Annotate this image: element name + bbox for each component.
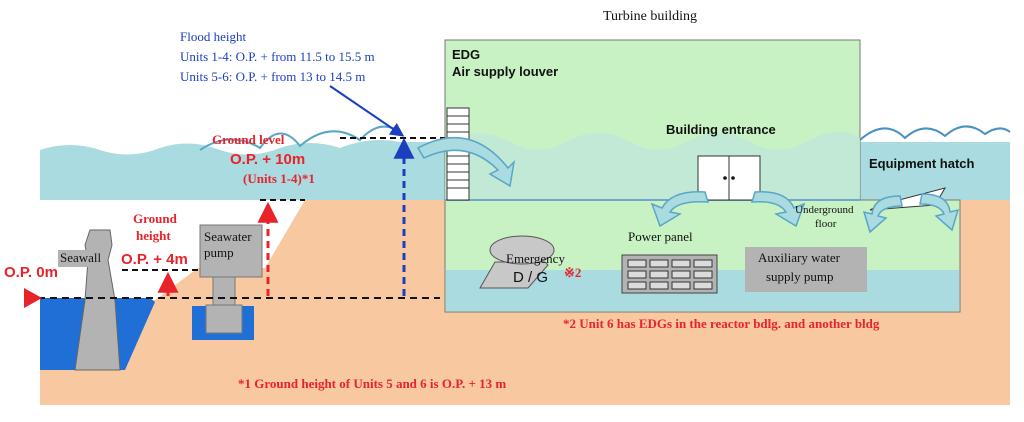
ground-height-label-2: height (136, 228, 171, 243)
emergency-dg (479, 235, 555, 289)
air-supply-louver-label: Air supply louver (452, 64, 559, 79)
door-icon (697, 155, 761, 201)
footnote-2: *2 Unit 6 has EDGs in the reactor bdlg. … (563, 316, 880, 331)
seawater-pump (199, 224, 263, 334)
seawall-label: Seawall (58, 250, 104, 267)
ground-height-label-1: Ground (133, 211, 177, 226)
arrow-icon (650, 191, 710, 228)
equipment-hatch-label: Equipment hatch (869, 156, 975, 171)
dg-label: D / G (513, 269, 549, 286)
seawater-pump-label-2: pump (204, 245, 234, 260)
ground-level-units: (Units 1-4)*1 (243, 171, 315, 186)
flood-height-heading: Flood height (180, 29, 247, 44)
aux-pump-label-1: Auxiliary water (758, 250, 840, 265)
aux-pump-label-2: supply pump (766, 269, 834, 284)
flood-pointer-arrow (329, 85, 405, 137)
wave-crest-left (199, 125, 401, 151)
power-panel-label: Power panel (628, 229, 693, 244)
flood-height-units-5-6: Units 5-6: O.P. + from 13 to 14.5 m (180, 69, 366, 84)
footnote-1: *1 Ground height of Units 5 and 6 is O.P… (238, 376, 507, 391)
power-panel (621, 254, 718, 294)
arrow-icon (416, 136, 516, 188)
footnote-mark-2: ※2 (564, 265, 582, 280)
louver-icon (446, 107, 470, 201)
wave-crest-right (859, 125, 1011, 141)
emergency-label: Emergency (506, 251, 565, 266)
flood-height-units-1-4: Units 1-4: O.P. + from 11.5 to 15.5 m (180, 49, 375, 64)
op-zero-marker-icon (24, 288, 42, 308)
ground-level-label: Ground level (212, 132, 285, 147)
edg-label: EDG (452, 47, 481, 62)
aux-pump-box (745, 247, 867, 292)
underground-floor-label-1: Underground (795, 204, 854, 216)
arrow-icon (862, 195, 903, 234)
ground-level-value: O.P. + 10m (230, 151, 306, 168)
arrow-icon (750, 191, 806, 228)
arrow-icon (919, 193, 960, 232)
seawater-pump-label-1: Seawater (204, 229, 252, 244)
op-zero-label: O.P. 0m (4, 264, 58, 281)
building-entrance-label: Building entrance (666, 122, 776, 137)
underground-floor-label-2: floor (815, 218, 837, 230)
diagram-title: Turbine building (603, 9, 697, 24)
ground-height-value: O.P. + 4m (121, 251, 188, 268)
